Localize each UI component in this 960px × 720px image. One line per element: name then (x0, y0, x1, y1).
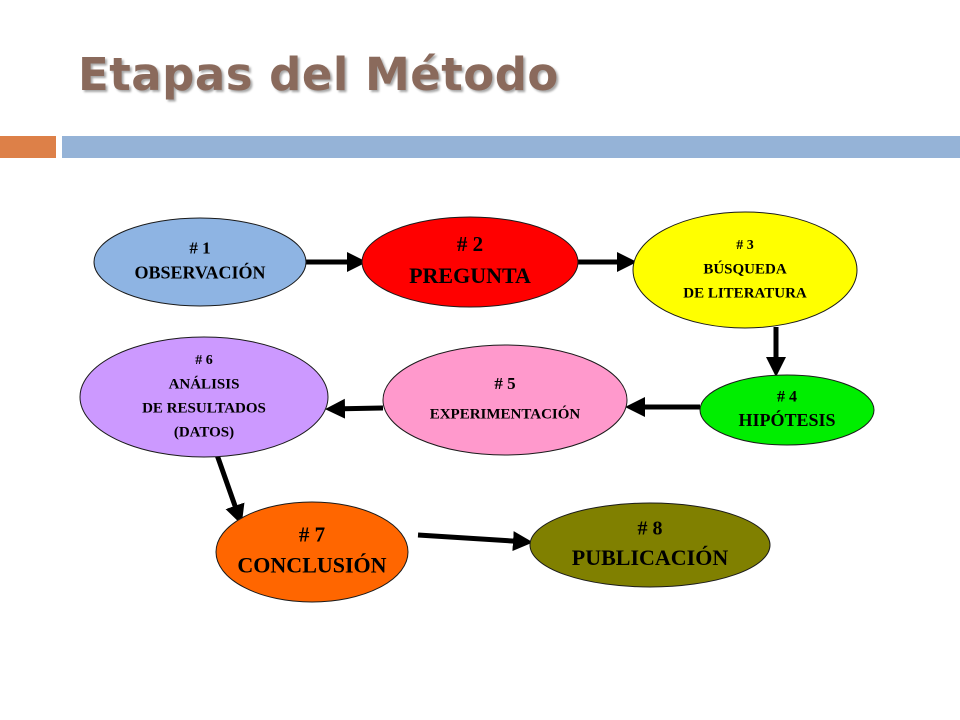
title-bar-main (62, 136, 960, 158)
stage-node-2: # 2 PREGUNTA (361, 216, 579, 308)
stage-label-7-line-1: # 7 (299, 522, 325, 546)
stage-label-3-line-1: # 3 (736, 238, 754, 253)
stage-label-1-line-2: OBSERVACIÓN (134, 262, 265, 283)
stage-node-6: # 6 ANÁLISIS DE RESULTADOS (DATOS) (79, 336, 329, 458)
slide-title: Etapas del Método (78, 48, 559, 101)
stage-node-3: # 3 BÚSQUEDA DE LITERATURA (632, 211, 858, 329)
title-bar-accent (0, 136, 56, 158)
stage-node-1: # 1 OBSERVACIÓN (93, 217, 307, 307)
stage-ellipse-7 (215, 501, 409, 603)
stage-ellipse-4 (699, 374, 875, 446)
stage-label-3-line-3: DE LITERATURA (683, 285, 807, 301)
stage-label-8-line-2: PUBLICACIÓN (572, 545, 729, 570)
stage-node-8: # 8 PUBLICACIÓN (529, 502, 771, 588)
stage-label-2-line-2: PREGUNTA (409, 263, 531, 288)
stage-ellipse-3 (632, 211, 858, 329)
stage-label-8-line-1: # 8 (638, 518, 663, 540)
nodes-layer: # 1 OBSERVACIÓN # 2 PREGUNTA # 3 BÚSQUEDA DE L… (79, 211, 875, 603)
stage-label-6-line-2: ANÁLISIS (169, 375, 240, 392)
stage-label-4-line-1: # 4 (777, 389, 797, 406)
stage-ellipse-1 (93, 217, 307, 307)
stage-ellipse-6 (79, 336, 329, 458)
arrow-n7-to-n8 (417, 531, 533, 552)
stage-label-7-line-2: CONCLUSIÓN (237, 553, 386, 578)
stage-label-5-line-1: # 5 (494, 374, 515, 393)
stage-label-4-line-2: HIPÓTESIS (738, 409, 835, 430)
stage-label-3-line-2: BÚSQUEDA (703, 260, 787, 277)
stage-label-1-line-1: # 1 (189, 238, 210, 257)
stage-label-5-line-2: EXPERIMENTACIÓN (430, 405, 581, 422)
arrow-n5-to-n6 (325, 398, 384, 419)
stage-node-4: # 4 HIPÓTESIS (699, 374, 875, 446)
stage-label-6-line-4: (DATOS) (174, 424, 234, 440)
stage-node-7: # 7 CONCLUSIÓN (215, 501, 409, 603)
stage-label-2-line-1: # 2 (457, 232, 483, 256)
edges-layer (213, 252, 786, 552)
arrow-n6-to-n7 (213, 451, 245, 525)
stage-label-6-line-1: # 6 (195, 353, 213, 368)
stage-ellipse-5 (382, 344, 628, 456)
stage-ellipse-2 (361, 216, 579, 308)
stage-node-5: # 5 EXPERIMENTACIÓN (382, 344, 628, 456)
stage-label-6-line-3: DE RESULTADOS (142, 400, 266, 416)
stage-ellipse-8 (529, 502, 771, 588)
